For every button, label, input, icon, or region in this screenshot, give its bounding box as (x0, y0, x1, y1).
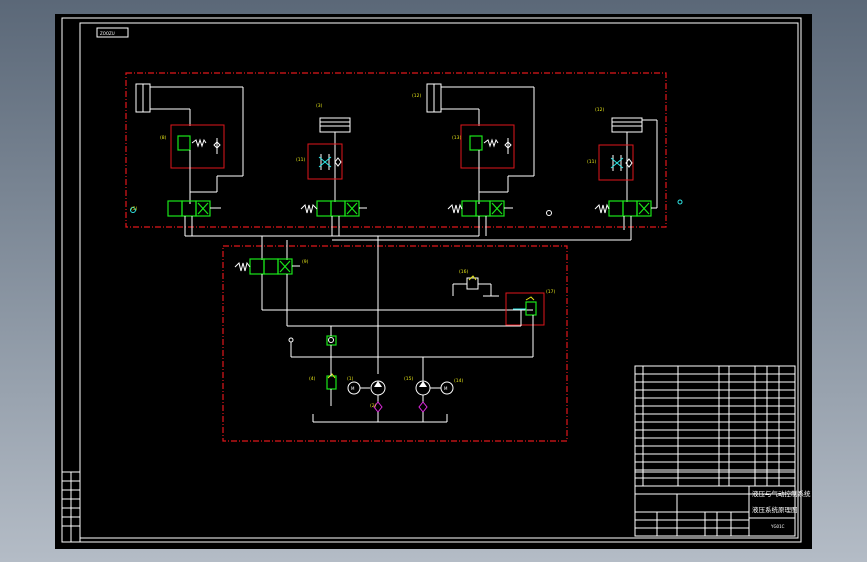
svg-text:(4): (4) (309, 376, 316, 382)
svg-text:(16): (16) (459, 269, 468, 275)
svg-text:(1): (1) (347, 376, 354, 382)
svg-text:(15): (15) (404, 376, 413, 382)
cad-viewport[interactable]: ZOOZU (55, 14, 812, 549)
actuator-group-boundary (125, 72, 667, 228)
top-tag-box (96, 27, 129, 38)
power-unit: M M (234, 258, 545, 423)
svg-text:(12): (12) (412, 93, 421, 99)
actuator-unit-4 (594, 117, 683, 230)
svg-text:(17): (17) (546, 289, 555, 295)
svg-text:(11): (11) (587, 159, 596, 165)
svg-text:(11): (11) (296, 157, 305, 163)
manifold-lines (185, 230, 632, 304)
top-tag: ZOOZU (100, 31, 115, 36)
svg-text:M: M (444, 386, 448, 391)
inner-frame (79, 22, 799, 539)
left-margin-table (61, 471, 81, 543)
svg-text:M: M (351, 386, 355, 391)
svg-text:(12): (12) (595, 107, 604, 113)
actuator-unit-3 (426, 83, 552, 236)
title-line-1: 液压与气动控制系统 (752, 489, 811, 498)
callouts: (5) (8) (3) (11) (12) (13) (12) (11) (9)… (131, 93, 604, 409)
title-block: 液压与气动控制系统 液压系统原理图 YG01C (634, 365, 811, 537)
svg-text:(3): (3) (316, 103, 323, 109)
actuator-unit-1 (130, 83, 244, 236)
actuator-unit-2 (300, 117, 367, 236)
svg-text:(5): (5) (131, 206, 138, 212)
svg-text:(8): (8) (160, 135, 167, 141)
svg-text:(2): (2) (370, 403, 377, 409)
svg-text:(9): (9) (302, 259, 309, 265)
drawing-number: YG01C (770, 524, 785, 529)
svg-text:(13): (13) (452, 135, 461, 141)
svg-text:(14): (14) (454, 378, 463, 384)
title-line-2: 液压系统原理图 (752, 505, 798, 514)
hydraulic-schematic: ZOOZU (61, 17, 811, 543)
power-unit-boundary (222, 245, 568, 442)
outer-frame (61, 17, 802, 543)
